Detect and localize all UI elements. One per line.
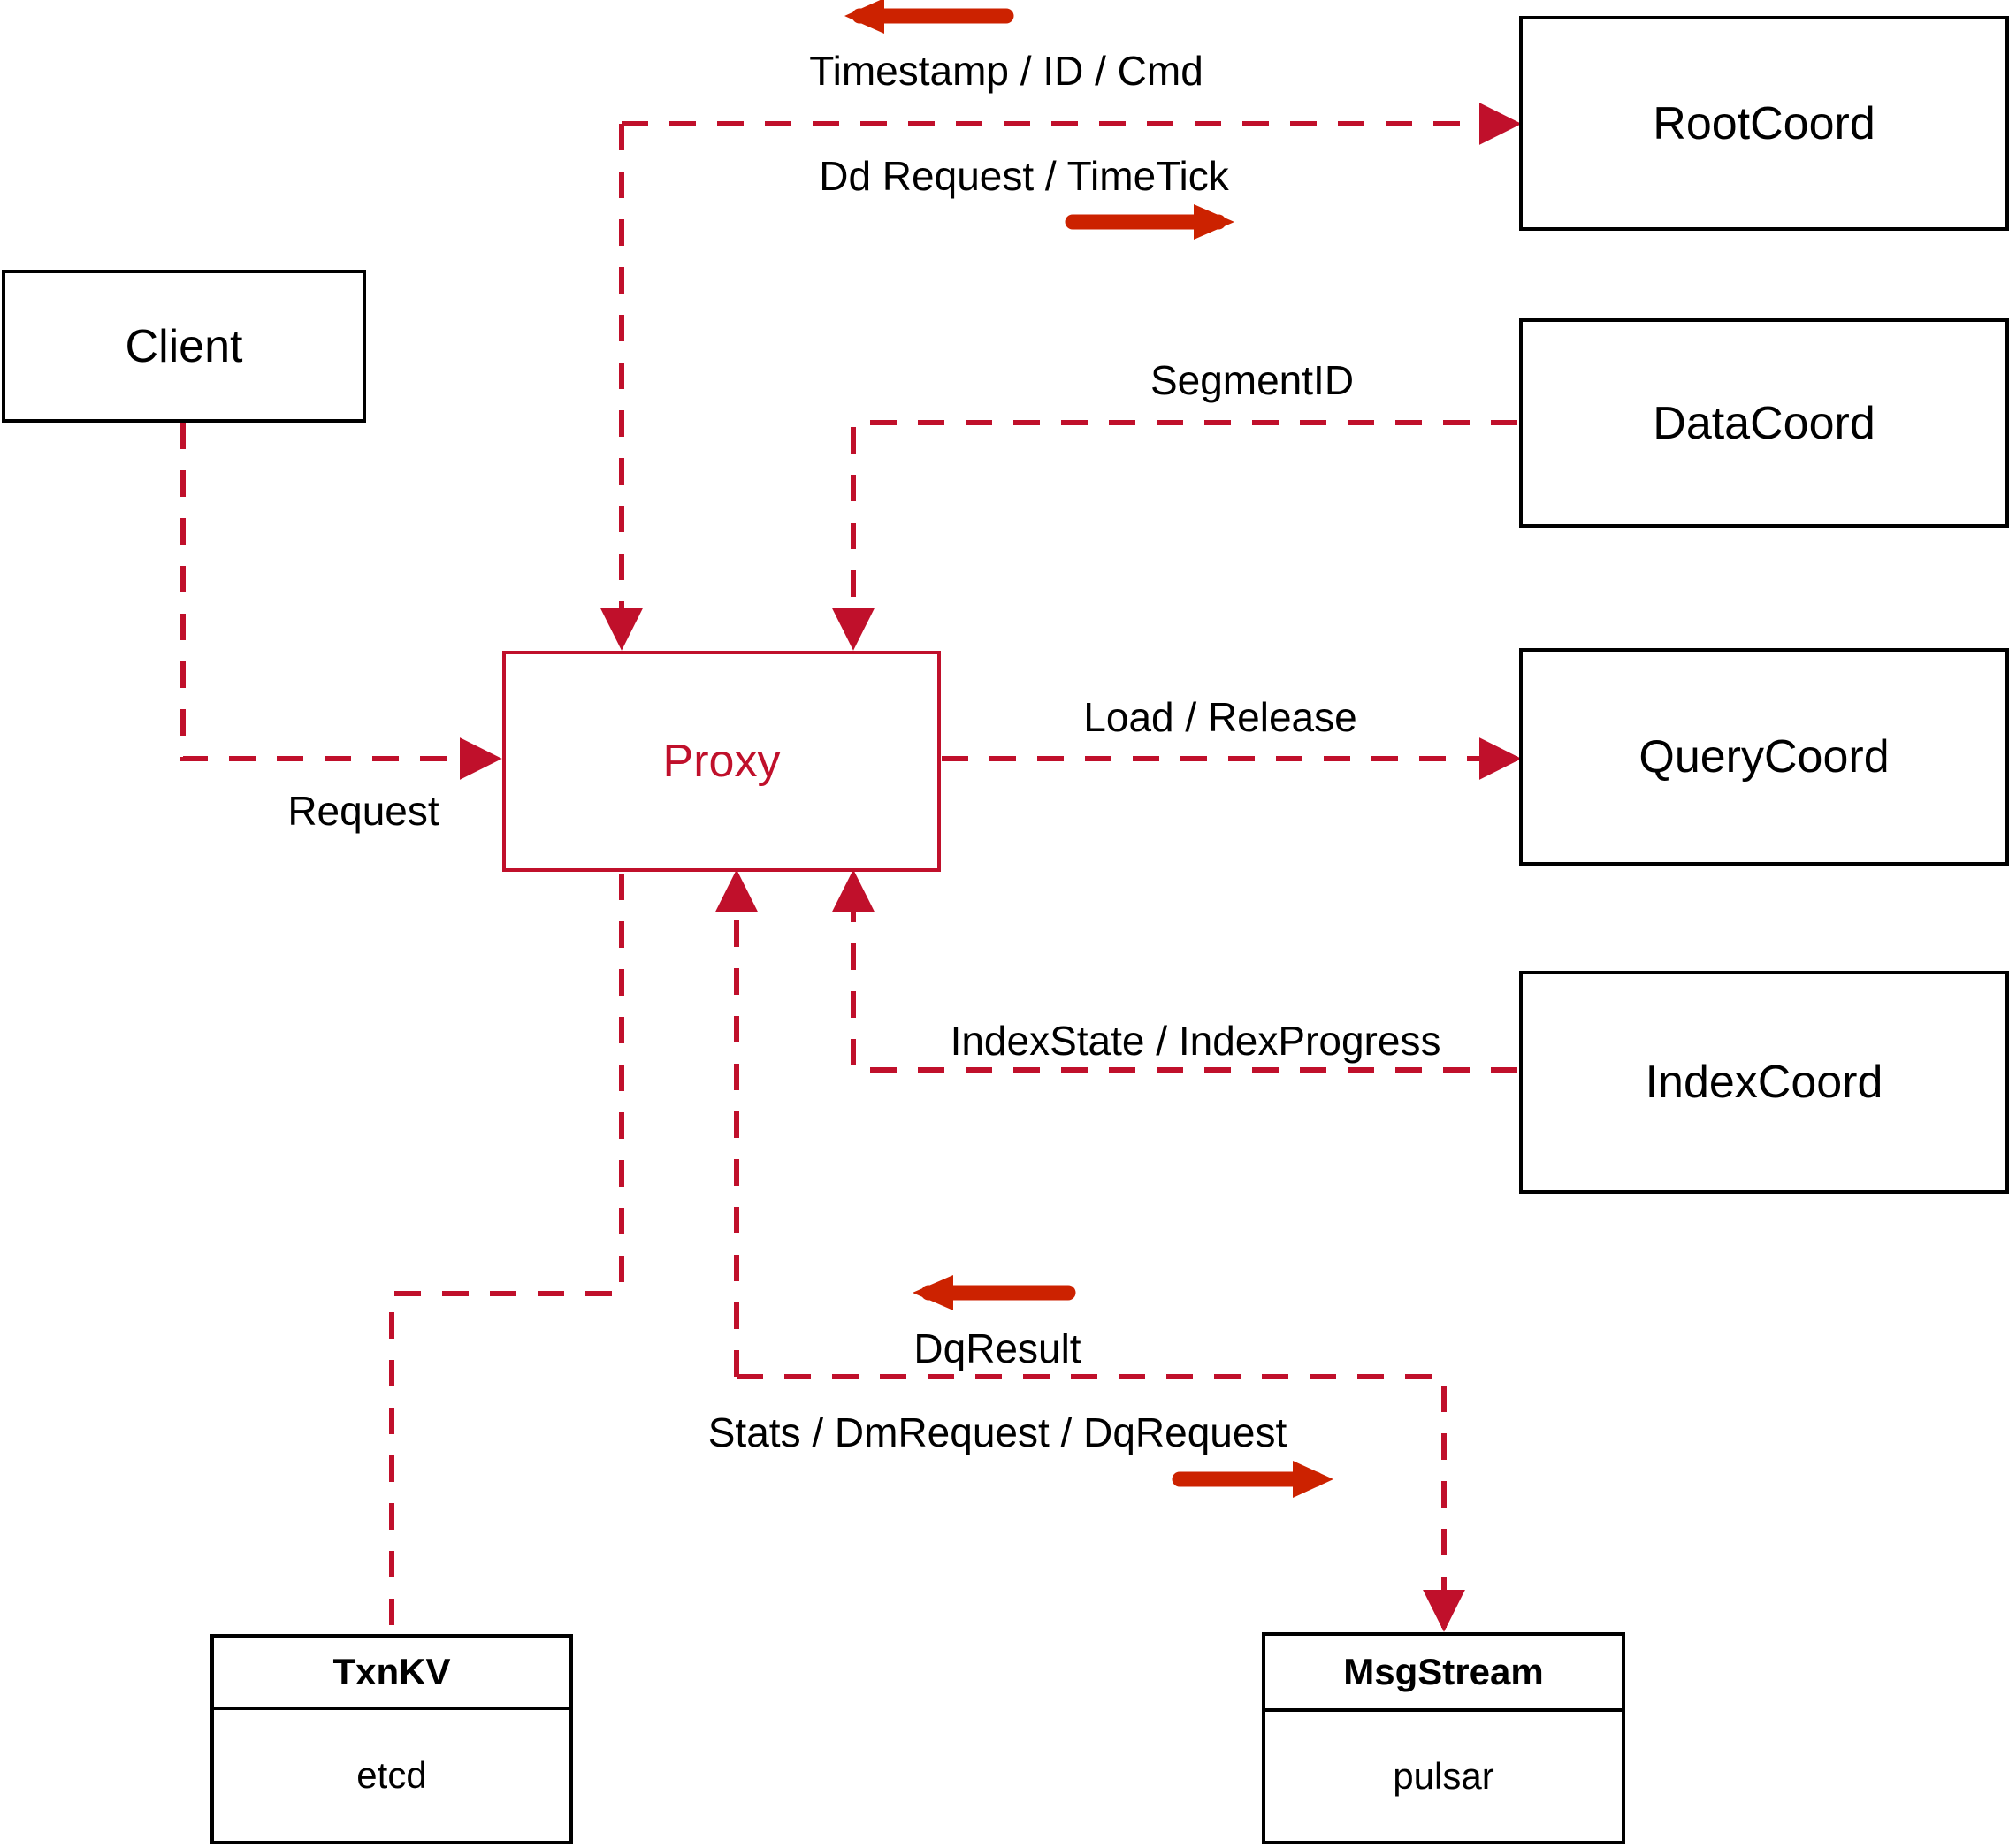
- node-txnkv-body: etcd: [214, 1710, 569, 1841]
- node-msgstream-body-label: pulsar: [1393, 1755, 1494, 1797]
- node-client[interactable]: Client: [2, 270, 366, 423]
- edge-label-dd-request-timetick: Dd Request / TimeTick: [819, 153, 1229, 199]
- edge-label-load-release: Load / Release: [1083, 694, 1357, 740]
- node-index-coord-label: IndexCoord: [1645, 1057, 1883, 1108]
- node-msgstream-body: pulsar: [1265, 1712, 1622, 1841]
- node-root-coord[interactable]: RootCoord: [1519, 16, 2009, 231]
- direction-arrow-dqresult-left: [913, 1275, 1076, 1310]
- edge-proxy-txnkv: [389, 874, 624, 1632]
- direction-arrow-stats-right: [1172, 1461, 1333, 1498]
- node-index-coord[interactable]: IndexCoord: [1519, 971, 2009, 1194]
- edge-label-stats-dm-dq: Stats / DmRequest / DqRequest: [707, 1409, 1287, 1455]
- edge-stats-dm-dq: [737, 1374, 1465, 1632]
- edge-label-timestamp-id-cmd: Timestamp / ID / Cmd: [809, 48, 1203, 94]
- node-proxy[interactable]: Proxy: [502, 651, 941, 872]
- edge-label-segment-id: SegmentID: [1150, 357, 1355, 403]
- node-query-coord[interactable]: QueryCoord: [1519, 648, 2009, 866]
- node-msgstream[interactable]: MsgStream pulsar: [1262, 1632, 1625, 1844]
- node-msgstream-header-label: MsgStream: [1343, 1651, 1544, 1692]
- node-txnkv-body-label: etcd: [356, 1754, 427, 1796]
- node-query-coord-label: QueryCoord: [1639, 731, 1890, 783]
- node-data-coord[interactable]: DataCoord: [1519, 318, 2009, 528]
- node-root-coord-label: RootCoord: [1653, 97, 1875, 149]
- node-txnkv-header-label: TxnKV: [332, 1651, 451, 1692]
- edge-request: [180, 423, 502, 780]
- node-msgstream-header: MsgStream: [1265, 1636, 1622, 1712]
- node-data-coord-label: DataCoord: [1653, 397, 1875, 449]
- node-txnkv[interactable]: TxnKV etcd: [210, 1634, 573, 1844]
- node-client-label: Client: [125, 320, 243, 372]
- node-txnkv-header: TxnKV: [214, 1638, 569, 1710]
- direction-arrow-timestamp-left: [844, 0, 1014, 34]
- node-proxy-label: Proxy: [662, 736, 781, 787]
- edge-segment-id: [832, 420, 1517, 651]
- edge-label-dq-result: DqResult: [913, 1325, 1081, 1371]
- direction-arrow-ddrequest-right: [1065, 204, 1234, 240]
- edge-label-index-state-progress: IndexState / IndexProgress: [950, 1018, 1441, 1064]
- edge-label-request: Request: [287, 788, 439, 834]
